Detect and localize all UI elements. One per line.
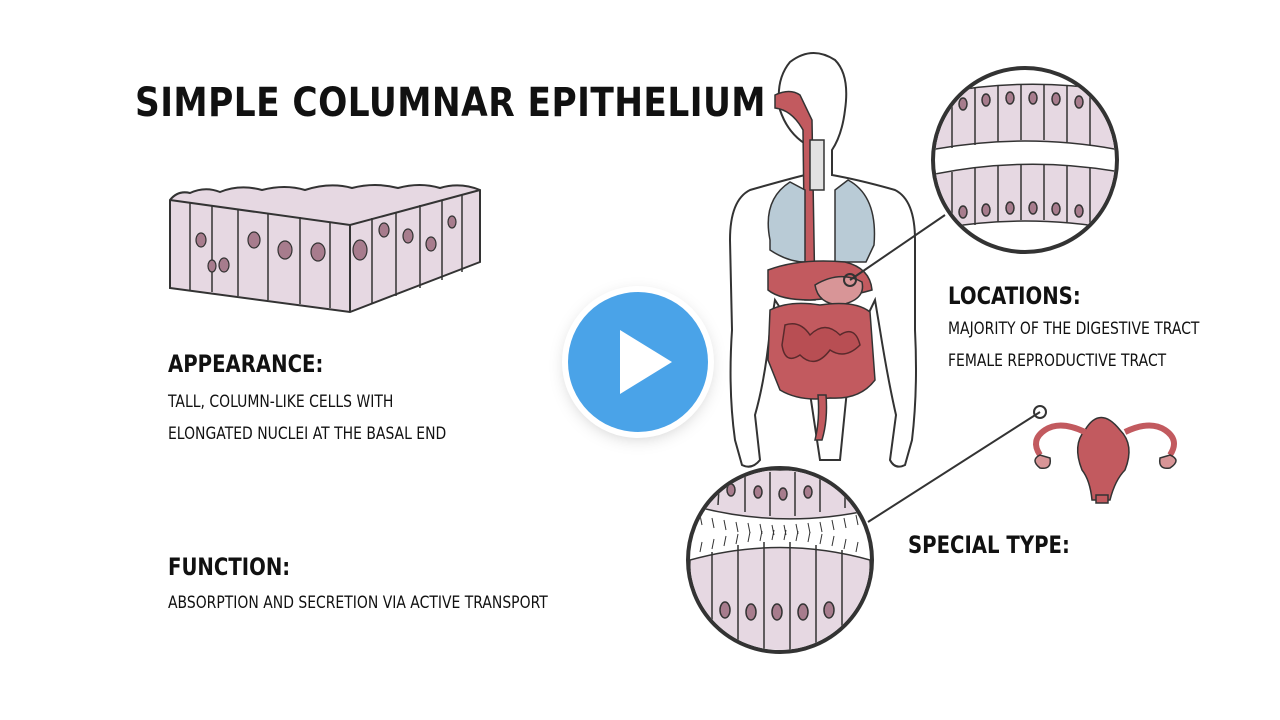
page-title: SIMPLE COLUMNAR EPITHELIUM: [135, 80, 766, 126]
appearance-heading: APPEARANCE:: [168, 350, 324, 378]
locations-heading: LOCATIONS:: [948, 282, 1081, 310]
zoom-circle-special-type: [686, 405, 1047, 654]
uterus-illustration: [1033, 416, 1177, 504]
locations-line-1: MAJORITY OF THE DIGESTIVE TRACT: [948, 319, 1200, 339]
epithelium-block-illustration: [169, 184, 481, 314]
appearance-line-2: ELONGATED NUCLEI AT THE BASAL END: [168, 424, 447, 444]
zoom-circle-digestive: [843, 66, 1119, 287]
function-heading: FUNCTION:: [168, 553, 291, 581]
organs-illustration: [767, 90, 876, 441]
special-type-heading: SPECIAL TYPE:: [908, 531, 1070, 559]
locations-line-2: FEMALE REPRODUCTIVE TRACT: [948, 351, 1167, 371]
play-button[interactable]: [568, 292, 708, 432]
play-icon: [620, 330, 672, 394]
human-body-illustration: [728, 52, 917, 468]
function-line-1: ABSORPTION AND SECRETION VIA ACTIVE TRAN…: [168, 593, 548, 613]
appearance-line-1: TALL, COLUMN-LIKE CELLS WITH: [168, 392, 394, 412]
